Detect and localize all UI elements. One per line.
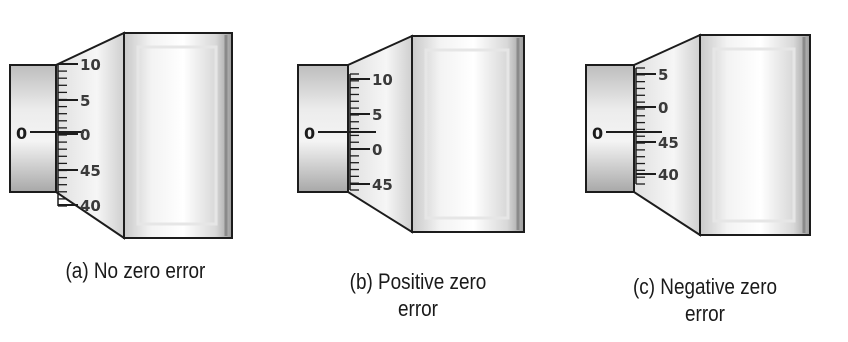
caption-a: (a) No zero error — [65, 257, 206, 284]
scale-label-a-0: 0 — [80, 126, 90, 144]
caption-b-line-2: error — [398, 296, 438, 321]
barrel-panel-b — [424, 48, 510, 220]
barrel-c — [699, 34, 811, 236]
scale-label-b-5: 5 — [372, 106, 382, 124]
scale-label-a-10: 10 — [80, 56, 101, 74]
scale-label-c-5: 5 — [658, 66, 668, 84]
scale-label-b-10: 10 — [372, 71, 393, 89]
caption-c-line-2: error — [685, 301, 725, 326]
scale-label-a-45: 45 — [80, 162, 101, 180]
scale-label-a-40: 40 — [80, 197, 101, 215]
micrometer-b: 0 10 5 0 45 — [297, 34, 525, 234]
sleeve-b — [297, 64, 349, 193]
scale-label-c-40: 40 — [658, 166, 679, 184]
scale-label-c-0: 0 — [658, 99, 668, 117]
sleeve-c — [585, 64, 635, 193]
caption-b-line-1: (b) Positive zero — [349, 269, 487, 294]
caption-c: (c) Negative zero error — [628, 273, 783, 327]
bevel-b — [347, 34, 413, 234]
caption-c-line-1: (c) Negative zero — [632, 274, 778, 299]
sleeve-zero-label-a: 0 — [16, 124, 27, 143]
caption-b: (b) Positive zero error — [341, 268, 496, 322]
sleeve-a — [9, 64, 57, 193]
scale-label-b-45: 45 — [372, 176, 393, 194]
barrel-panel-c — [712, 47, 796, 223]
barrel-a — [123, 32, 233, 239]
caption-a-line-1: (a) No zero error — [65, 258, 206, 283]
scale-label-a-5: 5 — [80, 92, 90, 110]
sleeve-zero-label-b: 0 — [304, 124, 315, 143]
barrel-b — [411, 35, 525, 233]
scale-label-b-0: 0 — [372, 141, 382, 159]
scale-label-c-45: 45 — [658, 134, 679, 152]
barrel-panel-a — [136, 45, 218, 226]
sleeve-zero-label-c: 0 — [592, 124, 603, 143]
